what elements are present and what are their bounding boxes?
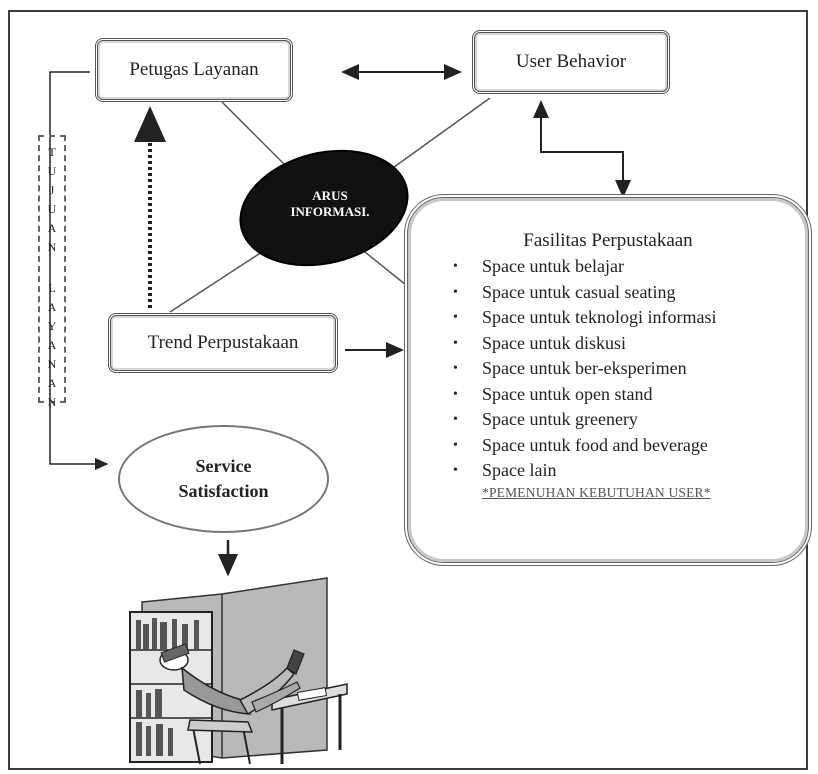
fasilitas-item-label: Space untuk food and beverage bbox=[482, 435, 708, 455]
fasilitas-item-label: Space untuk open stand bbox=[482, 384, 652, 404]
fasilitas-item: • Space untuk food and beverage bbox=[432, 433, 808, 459]
tujuan-layanan-letter: A bbox=[40, 376, 64, 391]
fasilitas-title: Fasilitas Perpustakaan bbox=[408, 230, 808, 252]
bullet-icon: • bbox=[453, 407, 458, 433]
tujuan-layanan-letter: N bbox=[40, 357, 64, 372]
bullet-icon: • bbox=[453, 280, 458, 306]
edge-arus-trend bbox=[170, 250, 265, 312]
fasilitas-item: • Space lain bbox=[432, 458, 808, 484]
tujuan-layanan-letter: U bbox=[40, 164, 64, 179]
node-fasilitas-perpustakaan: Fasilitas Perpustakaan • Space untuk bela… bbox=[404, 194, 812, 566]
edge-arus-petugas bbox=[222, 102, 290, 170]
node-user-behavior: User Behavior bbox=[472, 30, 670, 94]
node-trend-perpustakaan: Trend Perpustakaan bbox=[108, 313, 338, 373]
fasilitas-list: • Space untuk belajar • Space untuk casual … bbox=[432, 254, 808, 484]
arus-informasi-word: INFORMASI. bbox=[270, 204, 390, 220]
node-trend-perpustakaan-label: Trend Perpustakaan bbox=[148, 332, 299, 353]
tujuan-layanan-letter: L bbox=[40, 281, 64, 296]
fasilitas-item-label: Space untuk greenery bbox=[482, 409, 638, 429]
tujuan-layanan-letter: J bbox=[40, 183, 64, 198]
node-user-behavior-label: User Behavior bbox=[516, 51, 626, 72]
edge-arus-user bbox=[390, 98, 490, 170]
service-label-line1: Service bbox=[120, 454, 327, 479]
node-service-satisfaction: Service Satisfaction bbox=[118, 425, 329, 533]
bullet-icon: • bbox=[453, 254, 458, 280]
bullet-icon: • bbox=[453, 382, 458, 408]
tujuan-layanan-letter: A bbox=[40, 338, 64, 353]
service-label-line2: Satisfaction bbox=[120, 479, 327, 504]
student-reading-in-library-icon bbox=[122, 572, 350, 768]
tujuan-layanan-letter: Y bbox=[40, 319, 64, 334]
fasilitas-item: • Space untuk ber-eksperimen bbox=[432, 356, 808, 382]
node-petugas-layanan-label: Petugas Layanan bbox=[129, 59, 258, 80]
fasilitas-item-label: Space untuk ber-eksperimen bbox=[482, 358, 687, 378]
tujuan-layanan-letter: N bbox=[40, 395, 64, 410]
tujuan-layanan-letter: U bbox=[40, 202, 64, 217]
fasilitas-item-label: Space untuk teknologi informasi bbox=[482, 307, 716, 327]
tujuan-layanan-letter: N bbox=[40, 240, 64, 255]
tujuan-layanan-letter: T bbox=[40, 145, 64, 160]
fasilitas-note: *PEMENUHAN KEBUTUHAN USER* bbox=[432, 484, 808, 502]
fasilitas-item: • Space untuk teknologi informasi bbox=[432, 305, 808, 331]
bullet-icon: • bbox=[453, 433, 458, 459]
edge-user-fasilitas bbox=[541, 104, 623, 196]
bullet-icon: • bbox=[453, 458, 458, 484]
bullet-icon: • bbox=[453, 356, 458, 382]
fasilitas-item: • Space untuk open stand bbox=[432, 382, 808, 408]
fasilitas-item-label: Space untuk belajar bbox=[482, 256, 624, 276]
tujuan-layanan-letter: A bbox=[40, 221, 64, 236]
tujuan-layanan-letter: A bbox=[40, 300, 64, 315]
fasilitas-item-label: Space lain bbox=[482, 460, 556, 480]
fasilitas-item: • Space untuk diskusi bbox=[432, 331, 808, 357]
fasilitas-item-label: Space untuk diskusi bbox=[482, 333, 626, 353]
node-petugas-layanan: Petugas Layanan bbox=[95, 38, 293, 102]
fasilitas-item: • Space untuk belajar bbox=[432, 254, 808, 280]
fasilitas-item-label: Space untuk casual seating bbox=[482, 282, 675, 302]
fasilitas-item: • Space untuk casual seating bbox=[432, 280, 808, 306]
bullet-icon: • bbox=[453, 305, 458, 331]
fasilitas-item: • Space untuk greenery bbox=[432, 407, 808, 433]
bullet-icon: • bbox=[453, 331, 458, 357]
arus-informasi-word: ARUS bbox=[270, 188, 390, 204]
